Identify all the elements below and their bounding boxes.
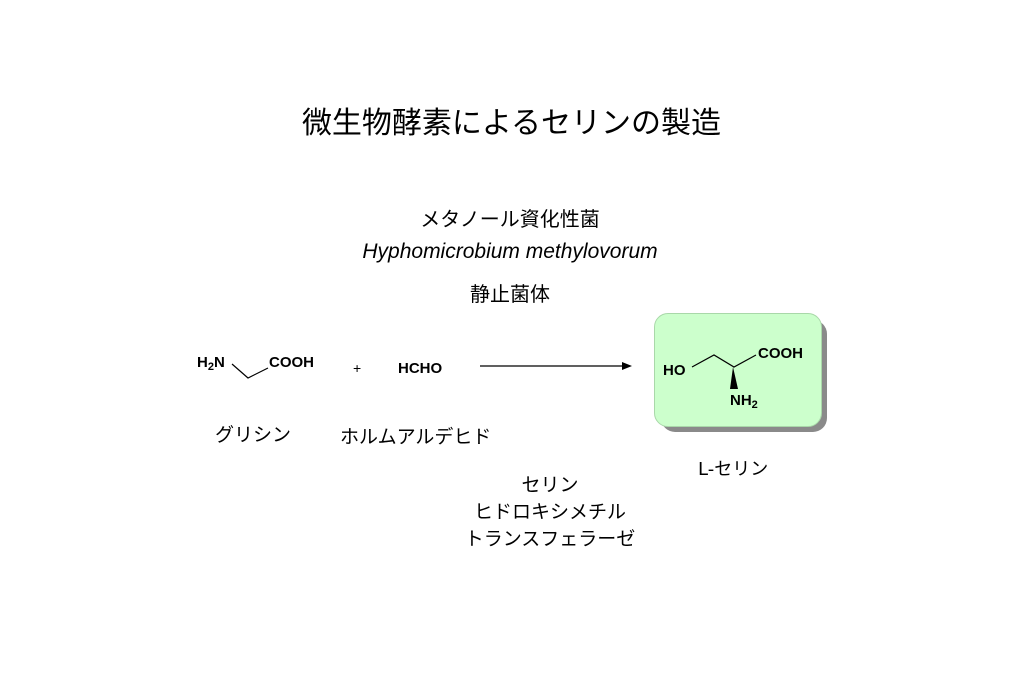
plus-sign: + bbox=[353, 360, 362, 376]
organism-type: メタノール資化性菌 bbox=[420, 207, 600, 231]
formaldehyde-formula: HCHO bbox=[398, 360, 443, 377]
glycine-bonds bbox=[231, 363, 269, 379]
organism-species: Hyphomicrobium methylovorum bbox=[362, 240, 658, 263]
enzyme-name: セリン ヒドロキシメチル トランスフェラーゼ bbox=[420, 472, 680, 553]
product-box bbox=[654, 313, 822, 427]
reaction-arrow bbox=[480, 362, 632, 370]
enzyme-line-2: ヒドロキシメチル bbox=[473, 501, 626, 523]
slide-title: 微生物酵素によるセリンの製造 bbox=[301, 106, 722, 141]
organism-state: 静止菌体 bbox=[470, 282, 550, 306]
enzyme-line-1: セリン bbox=[521, 474, 579, 496]
serine-amine: NH2 bbox=[730, 392, 758, 411]
glycine-amine: H2N bbox=[197, 354, 225, 373]
formaldehyde-label: ホルムアルデヒド bbox=[340, 426, 492, 448]
serine-label: L-セリン bbox=[698, 459, 769, 480]
glycine-carboxyl: COOH bbox=[269, 354, 314, 371]
serine-carboxyl: COOH bbox=[758, 345, 803, 362]
glycine-label: グリシン bbox=[215, 424, 292, 446]
enzyme-line-3: トランスフェラーゼ bbox=[464, 528, 636, 550]
serine-bonds bbox=[691, 354, 757, 389]
serine-hydroxyl: HO bbox=[663, 362, 686, 379]
